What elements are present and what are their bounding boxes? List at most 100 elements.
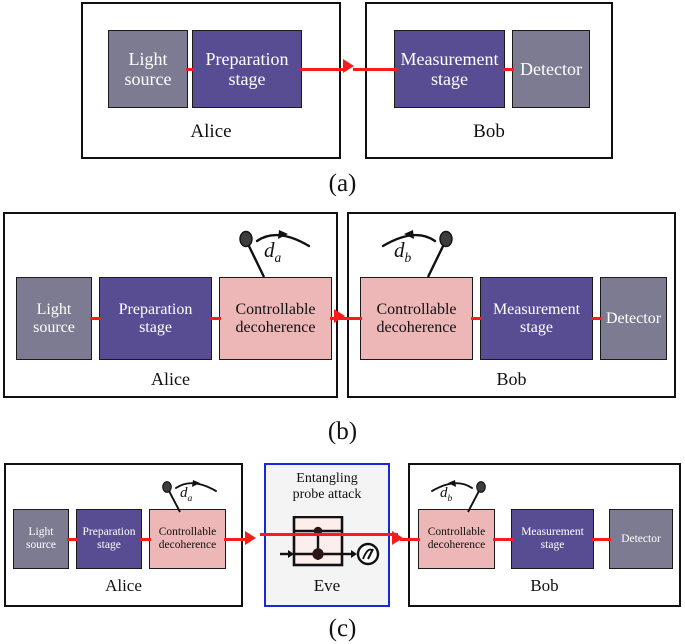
knob-db[interactable] xyxy=(373,230,459,280)
optical-link-in xyxy=(338,317,362,320)
block-line1: Preparation xyxy=(82,526,136,539)
block-preparation-stage: Preparation stage xyxy=(99,277,212,360)
eve-title-line1: Entangling xyxy=(296,471,358,486)
optical-link-in xyxy=(400,538,420,541)
block-line2: source xyxy=(33,318,75,336)
block-detector: Detector xyxy=(600,277,667,360)
block-line1: Detector xyxy=(621,532,661,545)
party-label-eve: Eve xyxy=(313,576,341,595)
block-line2: stage xyxy=(431,69,468,89)
block-detector: Detector xyxy=(609,509,673,569)
optical-link-out xyxy=(300,68,345,71)
block-line1: Controllable xyxy=(235,300,316,318)
panel-c-channel-arrowhead-1 xyxy=(245,531,256,545)
block-line1: Controllable xyxy=(427,526,486,539)
panel-a-alice-box: Light source Preparation stage Alice xyxy=(81,2,345,159)
optical-link xyxy=(503,68,514,71)
knob-da[interactable] xyxy=(158,480,224,515)
caption-panel-a: (a) xyxy=(328,170,357,197)
optical-link xyxy=(210,317,221,320)
panel-c-bob-box: Controllable decoherence Measurement sta… xyxy=(400,463,681,607)
block-line2: decoherence xyxy=(235,318,316,336)
block-line2: stage xyxy=(139,318,172,336)
optical-link-out xyxy=(224,538,248,541)
knob-subscript: a xyxy=(274,250,282,266)
optical-link xyxy=(591,317,602,320)
block-controllable-decoherence: Controllable decoherence xyxy=(418,509,495,569)
panel-a-bob-box: Measurement stage Detector Bob xyxy=(353,2,613,159)
block-line2: stage xyxy=(520,318,553,336)
block-line2: source xyxy=(124,69,172,89)
block-preparation-stage: Preparation stage xyxy=(76,509,142,569)
block-line1: Detector xyxy=(605,309,662,327)
optical-link xyxy=(471,317,482,320)
block-light-source: Light source xyxy=(16,277,92,360)
block-measurement-stage: Measurement stage xyxy=(480,277,593,360)
block-line1: Light xyxy=(36,300,72,318)
knob-subscript: a xyxy=(187,493,193,504)
block-controllable-decoherence: Controllable decoherence xyxy=(219,277,332,360)
optical-link-through xyxy=(260,533,398,536)
party-label-alice: Alice xyxy=(190,121,232,142)
block-line1: Light xyxy=(28,526,54,539)
optical-link xyxy=(186,68,194,71)
block-controllable-decoherence: Controllable decoherence xyxy=(360,277,473,360)
optical-link xyxy=(90,317,101,320)
block-line2: decoherence xyxy=(158,539,217,551)
entangling-probe-circuit xyxy=(278,516,383,568)
knob-subscript: b xyxy=(447,493,453,504)
eve-title-line2: probe attack xyxy=(292,486,362,502)
knob-da[interactable] xyxy=(233,230,319,280)
block-line2: source xyxy=(25,539,56,551)
knob-db-label: db xyxy=(440,486,452,504)
party-label-alice: Alice xyxy=(105,576,142,595)
knob-symbol: d xyxy=(440,485,448,501)
panel-c-channel-arrowhead-2 xyxy=(392,531,403,545)
knob-db-label: db xyxy=(394,240,411,265)
block-line1: Preparation xyxy=(205,48,289,69)
panel-a-channel-arrowhead xyxy=(343,59,354,73)
optical-link xyxy=(493,538,513,541)
optical-link xyxy=(592,538,611,541)
block-line2: stage xyxy=(228,69,266,89)
optical-link xyxy=(140,538,151,541)
panel-b-channel-arrowhead xyxy=(334,309,345,323)
knob-subscript: b xyxy=(404,250,412,266)
panel-b-bob-box: Controllable decoherence Measurement sta… xyxy=(338,212,676,398)
block-line2: stage xyxy=(97,539,121,551)
caption-panel-b: (b) xyxy=(327,418,358,445)
panel-b-alice-box: Light source Preparation stage Controlla… xyxy=(3,212,344,398)
block-line1: Detector xyxy=(520,58,582,79)
block-measurement-stage: Measurement stage xyxy=(394,30,505,108)
block-light-source: Light source xyxy=(13,509,69,569)
knob-symbol: d xyxy=(394,238,405,262)
optical-link xyxy=(67,538,78,541)
caption-panel-c: (c) xyxy=(328,615,357,642)
optical-link-in xyxy=(353,68,397,71)
eve-title: Entangling probe attack xyxy=(266,471,388,502)
block-line1: Measurement xyxy=(521,526,584,539)
block-line1: Controllable xyxy=(158,526,217,539)
block-line1: Preparation xyxy=(118,300,193,318)
block-line1: Measurement xyxy=(492,300,581,318)
block-line2: stage xyxy=(540,539,565,551)
block-controllable-decoherence: Controllable decoherence xyxy=(149,509,226,569)
block-line2: decoherence xyxy=(376,318,457,336)
party-label-alice: Alice xyxy=(151,369,190,389)
knob-db[interactable] xyxy=(424,480,490,515)
block-line2: decoherence xyxy=(427,539,486,551)
knob-symbol: d xyxy=(264,238,275,262)
block-detector: Detector xyxy=(512,30,590,108)
party-label-bob: Bob xyxy=(530,576,559,595)
block-measurement-stage: Measurement stage xyxy=(511,509,594,569)
block-preparation-stage: Preparation stage xyxy=(192,30,302,108)
block-light-source: Light source xyxy=(108,30,188,108)
knob-da-label: da xyxy=(264,240,281,265)
block-line1: Light xyxy=(128,48,168,69)
party-label-bob: Bob xyxy=(496,369,527,389)
knob-symbol: d xyxy=(180,485,188,501)
block-line1: Measurement xyxy=(400,48,499,69)
party-label-bob: Bob xyxy=(473,121,505,142)
knob-da-label: da xyxy=(180,486,192,504)
block-line1: Controllable xyxy=(376,300,457,318)
